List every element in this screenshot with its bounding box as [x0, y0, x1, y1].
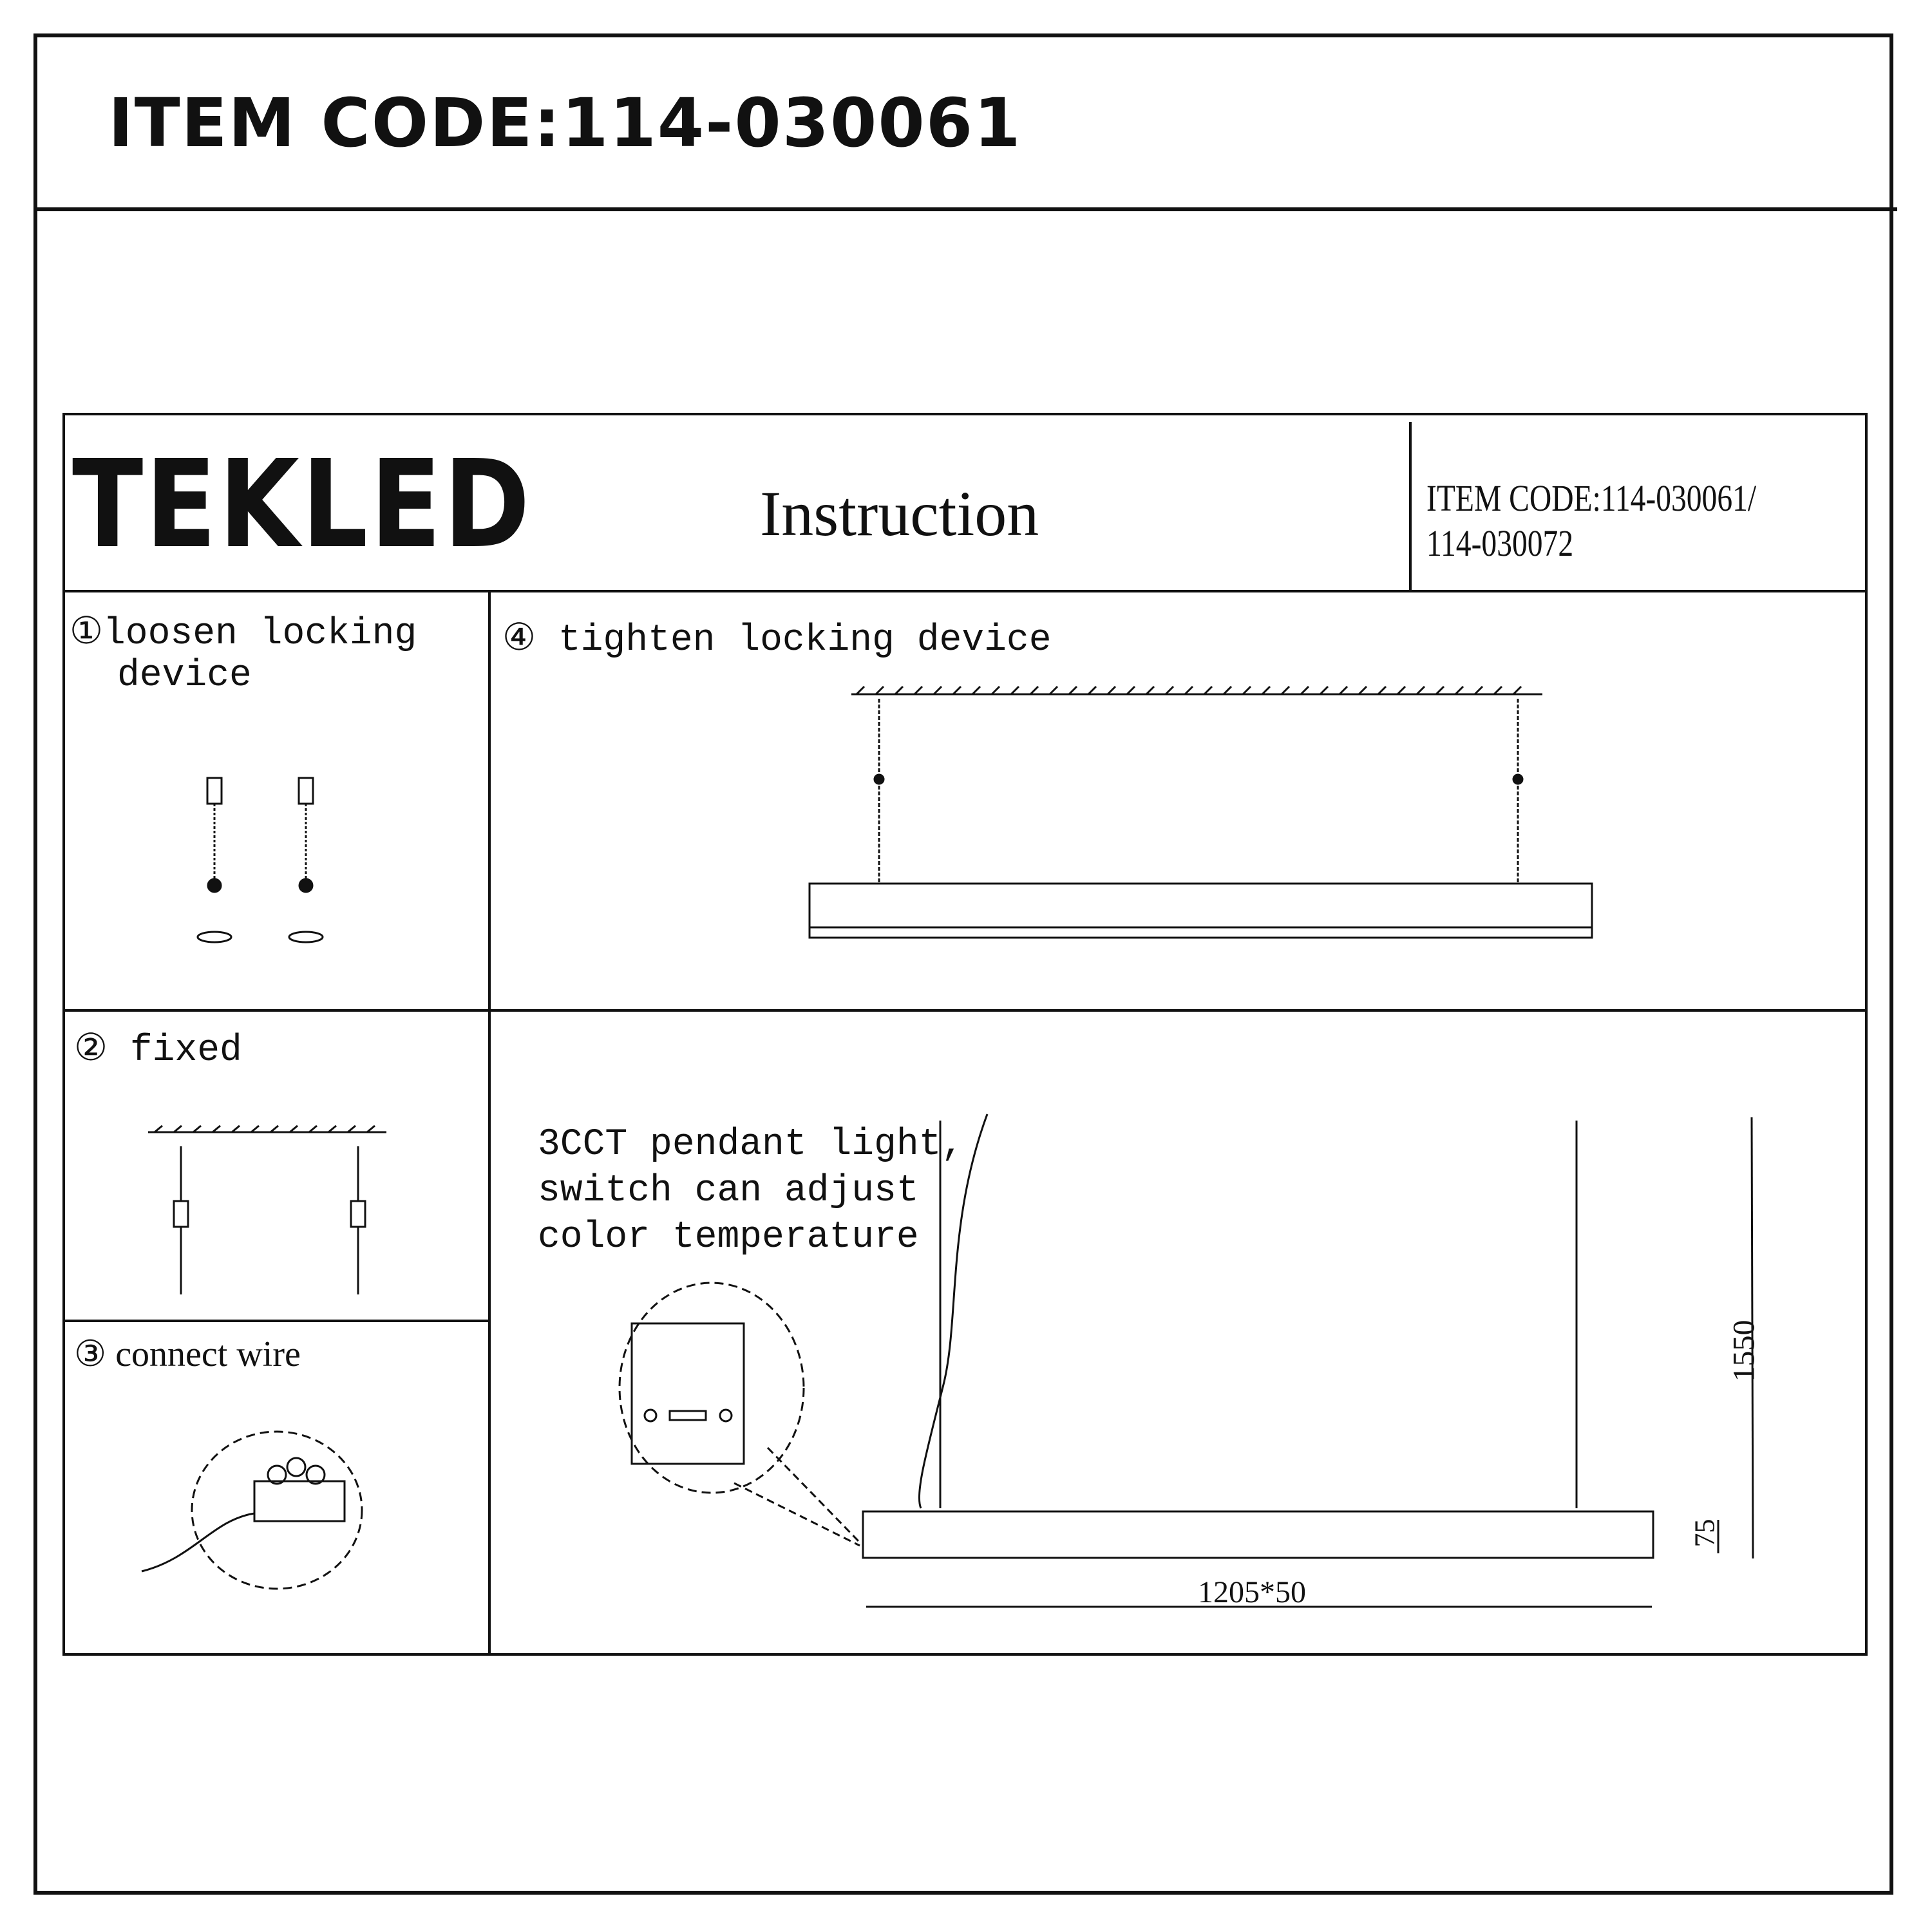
height-dimension-line [1750, 1117, 1754, 1559]
fixed-illustration [148, 1124, 386, 1294]
product-note: 3CCT pendant light, switch can adjust co… [538, 1122, 963, 1261]
item-code-line1: ITEM CODE:114-030061/ [1426, 477, 1757, 519]
pendant-light-drawing [618, 1113, 1754, 1608]
note-line: 3CCT pendant light, [538, 1124, 964, 1166]
instruction-frame [62, 413, 1868, 1656]
body-height-dimension: 75 [1689, 1519, 1721, 1548]
step-number: ② [74, 1030, 108, 1072]
item-code-title: ITEM CODE:114-030061 [108, 84, 1022, 162]
item-code-line2: 114-030072 [1426, 522, 1574, 564]
height-dimension: 1550 [1727, 1320, 1761, 1382]
tighten-device-illustration [808, 685, 1593, 939]
header-divider [33, 207, 1897, 211]
instruction-title: Instruction [760, 478, 1039, 549]
note-line: color temperature [538, 1217, 919, 1258]
step-2-label: ② fixed [74, 1025, 242, 1072]
step-1-label: ①loosen locking [70, 609, 417, 655]
step-number: ③ [74, 1334, 107, 1374]
step-text: connect wire [115, 1334, 301, 1374]
step-3-label: ③ connect wire [74, 1333, 301, 1375]
step-text: loosen locking [103, 613, 417, 655]
step-1-label-cont: device [117, 655, 252, 697]
connect-wire-illustration [141, 1430, 363, 1590]
tekled-logo: TEKLED [72, 434, 533, 575]
page-border [33, 33, 1893, 1895]
step-4-label: ④ tighten locking device [502, 615, 1052, 661]
note-line: switch can adjust [538, 1170, 919, 1212]
length-dimension: 1205*50 [1198, 1575, 1306, 1609]
loosen-device-illustration [196, 777, 324, 943]
step-text: tighten locking device [558, 620, 1052, 661]
step-number: ④ [502, 620, 536, 661]
step-number: ① [70, 613, 103, 655]
step-text: fixed [129, 1030, 242, 1072]
